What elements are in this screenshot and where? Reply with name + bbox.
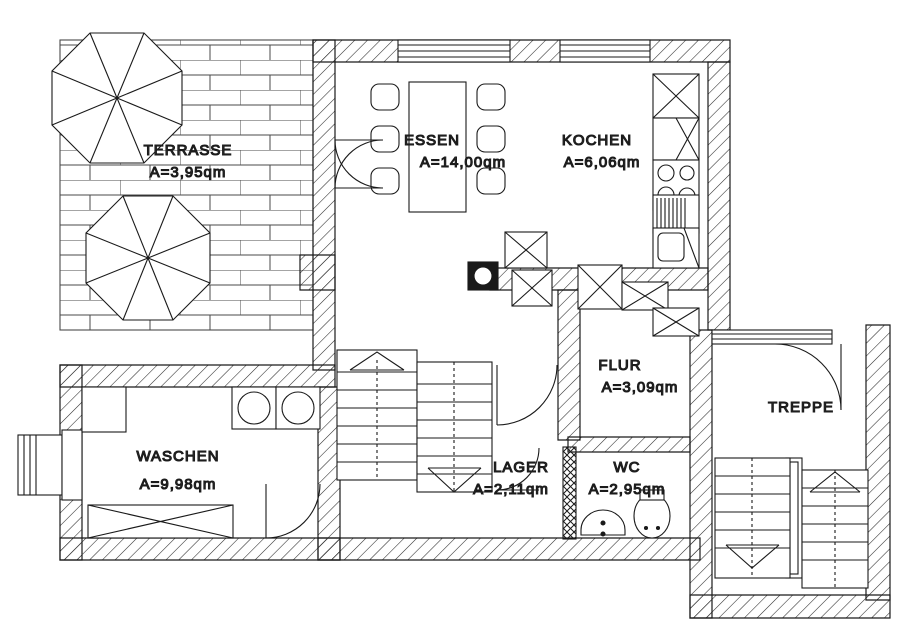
radiator-icon <box>652 194 700 234</box>
wash-basin-icon <box>580 509 626 537</box>
chimney-flue-icon <box>467 261 499 291</box>
room-label-wc: WC <box>614 459 641 476</box>
room-area-lager: A=2,11qm <box>473 481 549 498</box>
room-area-terrasse: A=3,95qm <box>150 164 227 181</box>
room-area-essen: A=14,00qm <box>420 154 506 171</box>
room-area-waschen: A=9,98qm <box>140 476 217 493</box>
room-label-essen: ESSEN <box>404 132 460 149</box>
washing-machine-icon <box>231 386 321 430</box>
room-area-kochen: A=6,06qm <box>564 154 641 171</box>
parasol-octagon-icon <box>85 195 211 321</box>
dining-table <box>408 81 467 213</box>
room-area-flur: A=3,09qm <box>602 379 679 396</box>
counter-unit <box>81 386 234 539</box>
parasol-octagon-icon <box>51 32 183 164</box>
room-labels: TERRASSE A=3,95qm ESSEN A=14,00qm KOCHEN… <box>136 131 834 498</box>
room-label-flur: FLUR <box>598 357 641 374</box>
window <box>17 39 833 579</box>
room-label-lager: LAGER <box>493 459 549 476</box>
kitchen-units <box>652 73 700 269</box>
room-label-treppe: TREPPE <box>768 399 834 416</box>
room-label-waschen: WASCHEN <box>136 448 219 465</box>
room-label-kochen: KOCHEN <box>562 132 632 149</box>
swing-door <box>265 343 842 539</box>
partition-lager-wc <box>562 446 577 540</box>
toilet-icon <box>633 489 671 539</box>
staircase <box>714 457 869 589</box>
staircase <box>336 349 493 493</box>
french-door <box>334 139 384 189</box>
room-area-wc: A=2,95qm <box>589 481 666 498</box>
room-label-terrasse: TERRASSE <box>144 142 233 159</box>
cabinet-unit <box>504 231 700 337</box>
kitchen-sink-icon <box>652 227 700 269</box>
